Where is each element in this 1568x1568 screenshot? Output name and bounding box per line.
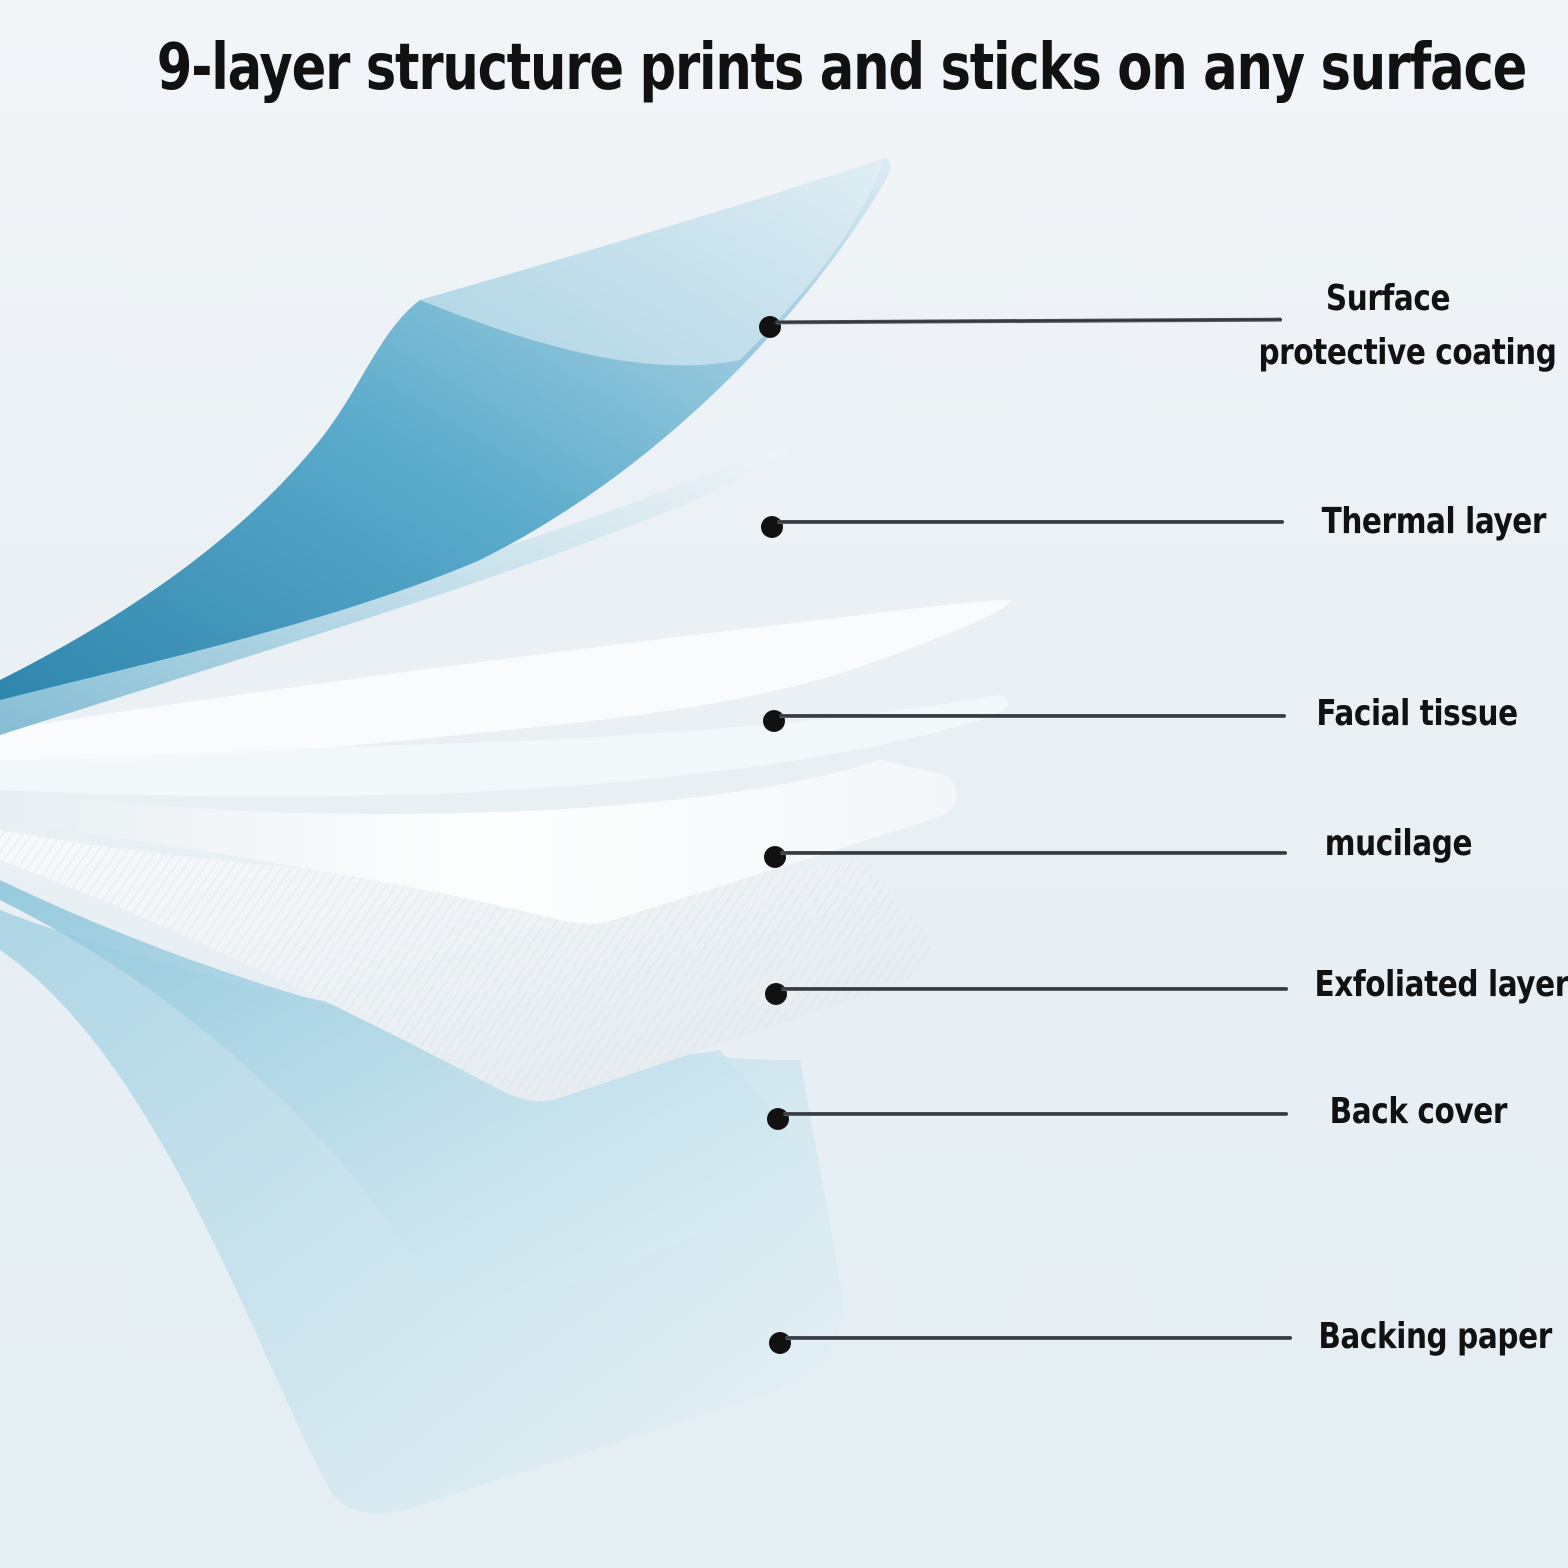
page-title: 9-layer structure prints and sticks on a… [156, 31, 1528, 105]
facial-tissue-sheet-lower [0, 695, 1009, 797]
back-cover-sheet [0, 880, 797, 1320]
mucilage-sheet [0, 760, 957, 924]
exfoliated-layer-texture [0, 830, 930, 1102]
facial-tissue-sheet [0, 600, 1010, 770]
surface-coating-highlight [420, 158, 885, 366]
